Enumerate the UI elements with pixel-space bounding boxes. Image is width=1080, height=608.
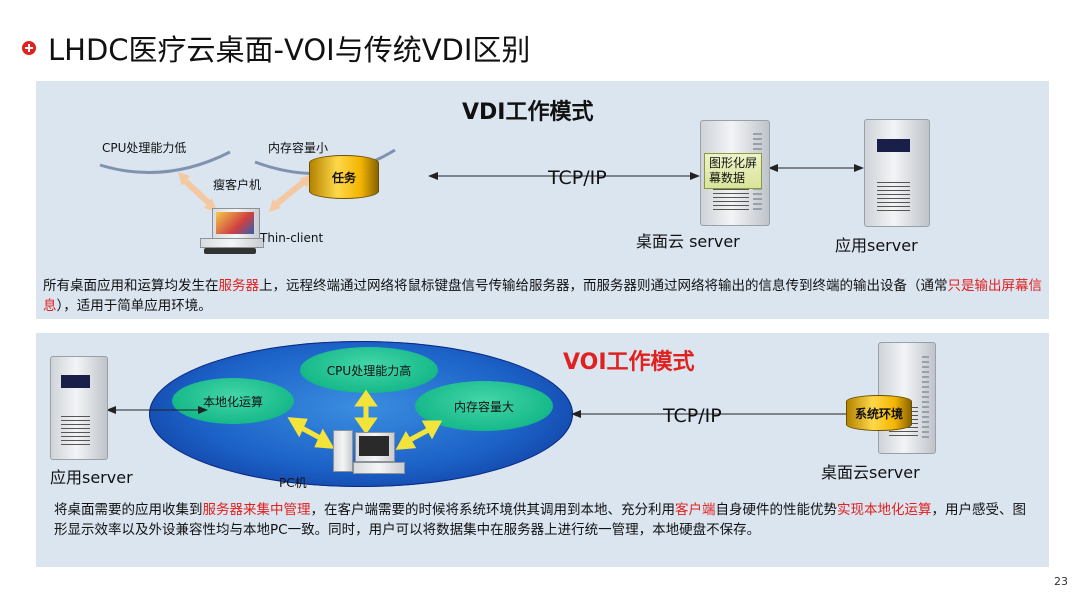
voi-cpu-arrowhead-up	[354, 389, 378, 407]
voi-desc-part7: ，用户感受、图形显示效率以及外设兼容性均与本地PC一致。同时，用户可以将数据集中…	[54, 502, 1026, 538]
system-env-database-icon: 系统环境	[846, 395, 912, 431]
vdi-tcp-arrowhead-right	[690, 172, 700, 180]
vdi-server-arrowhead-left	[768, 164, 778, 172]
voi-local-arrowhead-2	[314, 428, 335, 449]
system-env-label: 系统环境	[854, 406, 903, 421]
vdi-desktop-server-label: 桌面云 server	[636, 232, 740, 251]
screen-data-box: 图形化屏 幕数据	[704, 153, 763, 189]
voi-desc-part1: 将桌面需要的应用收集到	[54, 502, 203, 518]
page-title: LHDC医疗云桌面-VOI与传统VDI区别	[48, 33, 531, 67]
thin-client-cn-label: 瘦客户机	[213, 178, 262, 192]
voi-cpu-arrowhead-down	[354, 417, 378, 435]
voi-title: VOI工作模式	[563, 350, 695, 375]
title-row: LHDC医疗云桌面-VOI与传统VDI区别	[22, 26, 530, 70]
screen-data-line-1: 图形化屏	[709, 156, 758, 170]
cpu-thin-arrow	[179, 175, 215, 209]
vdi-desc-part5: ），适用于简单应用环境。	[56, 298, 212, 314]
voi-memory-arrowhead-2	[395, 430, 417, 450]
screen-data-line-2: 幕数据	[709, 171, 746, 185]
voi-description: 将桌面需要的应用收集到服务器来集中管理，在客户端需要的时候将系统环境供其调用到本…	[54, 500, 1039, 540]
voi-local-compute-label: 本地化运算	[202, 394, 263, 409]
voi-appserver-arrowhead-right	[198, 406, 208, 414]
voi-desc-highlight-central: 服务器来集中管理	[202, 502, 311, 518]
vdi-app-server-icon	[864, 119, 930, 227]
vdi-desc-highlight-server: 服务器	[218, 278, 260, 294]
task-thin-arrow	[272, 177, 308, 209]
voi-tcp-arrowhead-left	[571, 410, 581, 418]
voi-desc-part5: 自身硬件的性能优势	[715, 502, 838, 518]
vdi-desc-highlight-screen: 只是输出屏幕信息	[43, 278, 1042, 314]
voi-desc-highlight-client: 客户端	[675, 502, 716, 518]
thin-client-en-label: Thin-client	[260, 231, 324, 245]
voi-desc-highlight-local: 实现本地化运算	[837, 502, 932, 518]
red-plus-icon	[22, 41, 36, 55]
vdi-title: VDI工作模式	[462, 100, 594, 125]
voi-memory-arrowhead-1	[421, 420, 443, 440]
vdi-memory-label: 内存容量小	[268, 141, 329, 155]
vdi-tcp-label: TCP/IP	[548, 167, 607, 189]
vdi-desc-part1: 所有桌面应用和运算均发生在	[43, 278, 219, 294]
task-thin-arrowhead-2	[269, 199, 281, 212]
voi-desktop-server-label: 桌面云server	[821, 463, 920, 482]
pc-label: PC机	[279, 476, 307, 490]
vdi-app-server-label: 应用server	[835, 236, 918, 255]
pc-icon	[333, 430, 407, 476]
cpu-thin-arrowhead-1	[178, 172, 190, 186]
vdi-desc-part3: 上，远程终端通过网络将鼠标键盘信号传输给服务器，而服务器则通过网络将输出的信息传…	[259, 278, 948, 294]
thin-client-icon	[200, 208, 270, 258]
vdi-server-arrowhead-right	[854, 164, 864, 172]
voi-desc-part3: ，在客户端需要的时候将系统环境供其调用到本地、充分利用	[310, 502, 676, 518]
voi-app-server-icon	[50, 356, 108, 460]
vdi-cpu-label: CPU处理能力低	[102, 141, 187, 155]
voi-cpu-label: CPU处理能力高	[326, 363, 412, 378]
task-label: 任务	[331, 170, 356, 185]
vdi-tcp-arrowhead-left	[428, 172, 438, 180]
voi-appserver-arrowhead-left	[106, 406, 116, 414]
voi-cpu-ellipse: CPU处理能力高	[300, 347, 438, 393]
task-database-icon: 任务	[309, 155, 379, 199]
task-thin-arrowhead-1	[300, 175, 311, 188]
voi-app-server-label: 应用server	[50, 468, 133, 487]
voi-local-arrowhead-1	[287, 417, 308, 438]
cpu-low-arc	[99, 150, 231, 174]
voi-local-compute-ellipse: 本地化运算	[172, 378, 294, 424]
page-number: 23	[1054, 575, 1068, 588]
voi-memory-label: 内存容量大	[453, 399, 514, 414]
voi-memory-ellipse: 内存容量大	[415, 381, 553, 431]
vdi-description: 所有桌面应用和运算均发生在服务器上，远程终端通过网络将鼠标键盘信号传输给服务器，…	[43, 276, 1043, 316]
voi-tcp-label: TCP/IP	[663, 405, 722, 427]
